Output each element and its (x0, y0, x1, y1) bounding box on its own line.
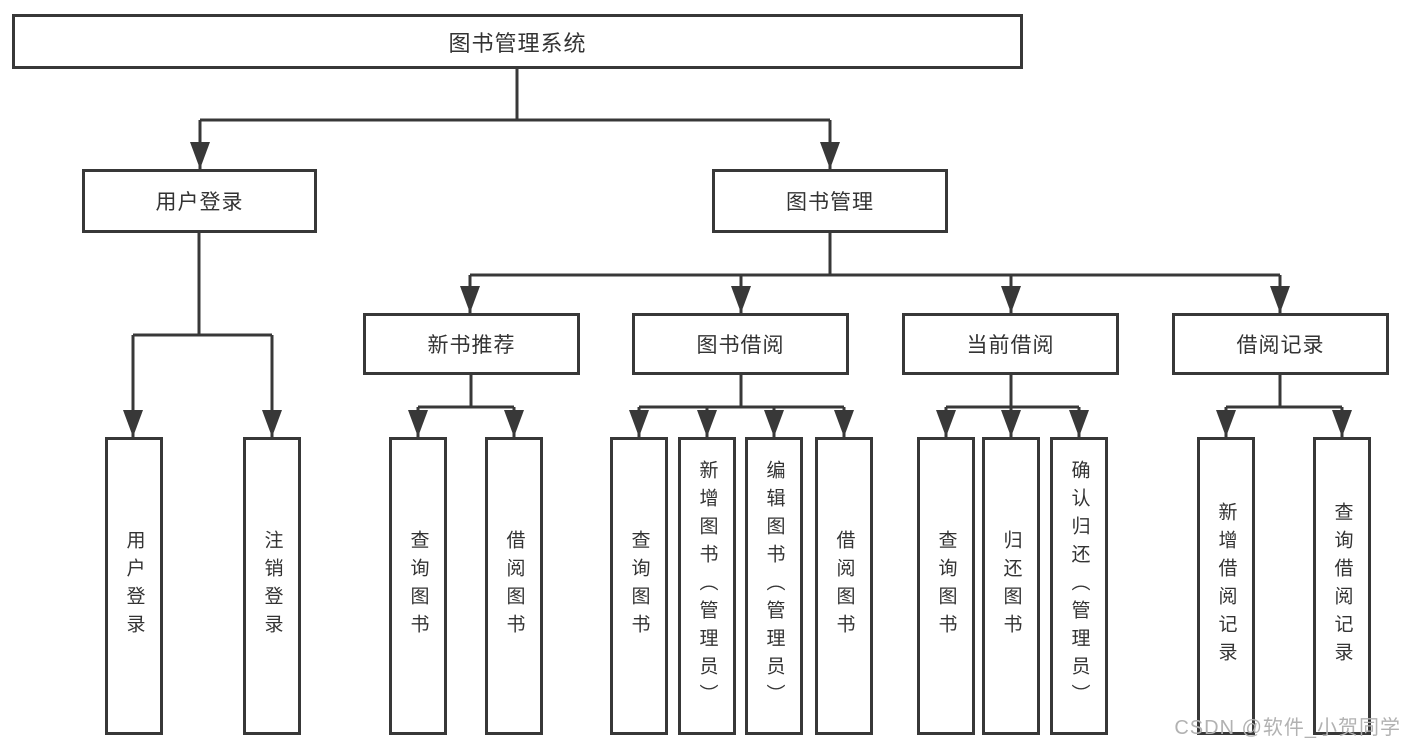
leaf-label: 确认归还（管理员） (1068, 460, 1090, 712)
node-label: 新书推荐 (427, 334, 516, 357)
leaf-borrow-books: 借阅图书 (815, 437, 873, 735)
node-borrow-records: 借阅记录 (1172, 313, 1389, 375)
arrowhead-icons (123, 142, 1352, 437)
leaf-query-books-recommend: 查询图书 (389, 437, 447, 735)
leaf-label: 借阅图书 (833, 530, 855, 642)
node-label: 借阅记录 (1236, 334, 1325, 357)
leaf-add-borrow-record: 新增借阅记录 (1197, 437, 1255, 735)
leaf-label: 查询图书 (628, 530, 650, 642)
node-user-login: 用户登录 (82, 169, 317, 233)
leaf-label: 归还图书 (1000, 530, 1022, 642)
node-new-book-recommend: 新书推荐 (363, 313, 580, 375)
node-label: 图书管理系统 (448, 30, 587, 56)
leaf-label: 新增图书（管理员） (696, 460, 718, 712)
leaf-label: 新增借阅记录 (1215, 502, 1237, 670)
node-label: 用户登录 (155, 191, 244, 214)
leaf-logout: 注销登录 (243, 437, 301, 735)
node-label: 当前借阅 (966, 334, 1055, 357)
leaf-user-login: 用户登录 (105, 437, 163, 735)
leaf-confirm-return-admin: 确认归还（管理员） (1050, 437, 1108, 735)
leaf-label: 注销登录 (261, 530, 283, 642)
leaf-query-borrow-record: 查询借阅记录 (1313, 437, 1371, 735)
node-root-library-system: 图书管理系统 (12, 14, 1023, 69)
leaf-edit-books-admin: 编辑图书（管理员） (745, 437, 803, 735)
csdn-watermark: CSDN @软件_小贺同学 (1174, 717, 1401, 739)
leaf-label: 编辑图书（管理员） (763, 460, 785, 712)
node-label: 图书借阅 (696, 334, 785, 357)
node-label: 图书管理 (786, 191, 874, 214)
leaf-borrow-books-recommend: 借阅图书 (485, 437, 543, 735)
leaf-query-books-current: 查询图书 (917, 437, 975, 735)
node-book-management: 图书管理 (712, 169, 948, 233)
leaf-query-books-borrow: 查询图书 (610, 437, 668, 735)
leaf-label: 查询借阅记录 (1331, 502, 1353, 670)
leaf-label: 查询图书 (935, 530, 957, 642)
node-book-borrow: 图书借阅 (632, 313, 849, 375)
leaf-label: 用户登录 (123, 530, 145, 642)
leaf-return-books: 归还图书 (982, 437, 1040, 735)
leaf-add-books-admin: 新增图书（管理员） (678, 437, 736, 735)
leaf-label: 借阅图书 (503, 530, 525, 642)
leaf-label: 查询图书 (407, 530, 429, 642)
node-current-borrow: 当前借阅 (902, 313, 1119, 375)
